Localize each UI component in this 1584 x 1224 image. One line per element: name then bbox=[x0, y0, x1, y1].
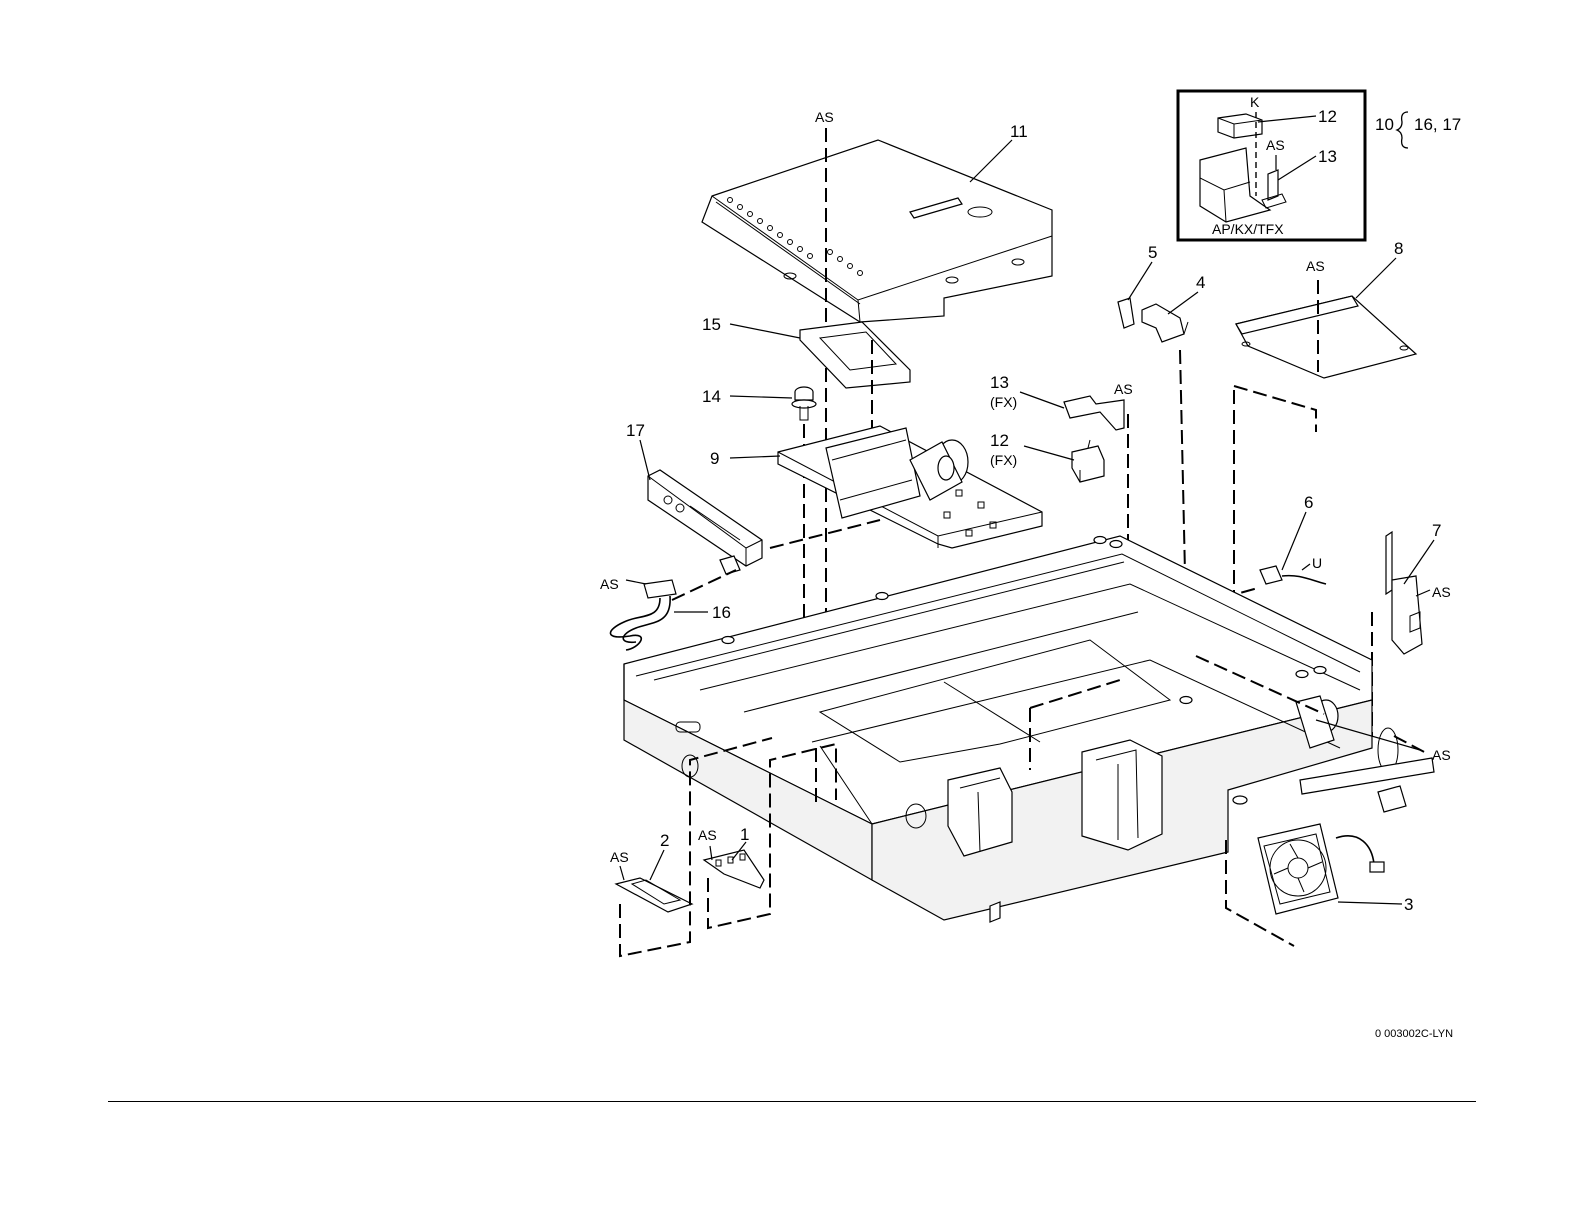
inset-label-13: 13 bbox=[1318, 147, 1337, 166]
callout-13-fx: (FX) bbox=[990, 394, 1017, 410]
inset-label-12: 12 bbox=[1318, 107, 1337, 126]
part-8-plate: 8 AS bbox=[1236, 239, 1416, 378]
callout-5: 5 bbox=[1148, 243, 1157, 262]
callout-2: 2 bbox=[660, 831, 669, 850]
part-13-bracket-fx: 13 (FX) bbox=[990, 373, 1124, 430]
callout-12-fx: (FX) bbox=[990, 452, 1017, 468]
callout-1: 1 bbox=[740, 825, 749, 844]
part-12-switch-fx: 12 (FX) bbox=[990, 431, 1104, 482]
callout-as-8: AS bbox=[1306, 258, 1325, 274]
part-11-cover: 11 bbox=[702, 122, 1052, 322]
callout-3: 3 bbox=[1404, 895, 1413, 914]
part-4-bracket: 4 bbox=[1142, 273, 1205, 342]
callout-as-fx: AS bbox=[1114, 381, 1133, 397]
bottom-rule bbox=[108, 1101, 1476, 1102]
callout-as-16: AS bbox=[600, 576, 619, 592]
callout-11: 11 bbox=[1010, 122, 1028, 141]
callout-as-7: AS bbox=[1432, 584, 1451, 600]
inset-label-as: AS bbox=[1266, 137, 1285, 153]
inset-caption: AP/KX/TFX bbox=[1212, 221, 1284, 237]
group-note: 10 16, 17 bbox=[1375, 112, 1461, 148]
callout-as-1: AS bbox=[698, 827, 717, 843]
callout-4: 4 bbox=[1196, 273, 1205, 292]
group-note-item: 10 bbox=[1375, 115, 1394, 134]
callout-15: 15 bbox=[702, 315, 721, 334]
part-14-screw: 14 bbox=[702, 387, 816, 420]
callout-13: 13 bbox=[990, 373, 1009, 392]
part-16-harness: 16 AS bbox=[600, 576, 731, 650]
callout-as-2: AS bbox=[610, 849, 629, 865]
part-17-pwb: 17 bbox=[626, 421, 762, 574]
callout-8: 8 bbox=[1394, 239, 1403, 258]
callout-17: 17 bbox=[626, 421, 645, 440]
inset-label-k: K bbox=[1250, 94, 1260, 110]
callout-as-top: AS bbox=[815, 109, 834, 125]
figure-id: 0 003002C-LYN bbox=[1375, 1028, 1453, 1040]
group-note-includes: 16, 17 bbox=[1414, 115, 1461, 134]
part-15-plate: 15 bbox=[702, 315, 910, 388]
callout-16: 16 bbox=[712, 603, 731, 622]
part-7-bracket: 7 AS bbox=[1386, 521, 1451, 654]
callout-9: 9 bbox=[710, 449, 719, 468]
callout-6: 6 bbox=[1304, 493, 1313, 512]
callout-14: 14 bbox=[702, 387, 721, 406]
part-3-fan: 3 bbox=[1258, 824, 1413, 914]
callout-7: 7 bbox=[1432, 521, 1441, 540]
inset-detail: K 12 AS 13 AP/KX/TFX bbox=[1178, 91, 1365, 240]
callout-as-right: AS bbox=[1432, 747, 1451, 763]
callout-12: 12 bbox=[990, 431, 1009, 450]
part-2-cover: 2 AS bbox=[610, 831, 692, 912]
part-6-sensor: 6 U bbox=[1260, 493, 1326, 584]
callout-u: U bbox=[1312, 555, 1322, 571]
